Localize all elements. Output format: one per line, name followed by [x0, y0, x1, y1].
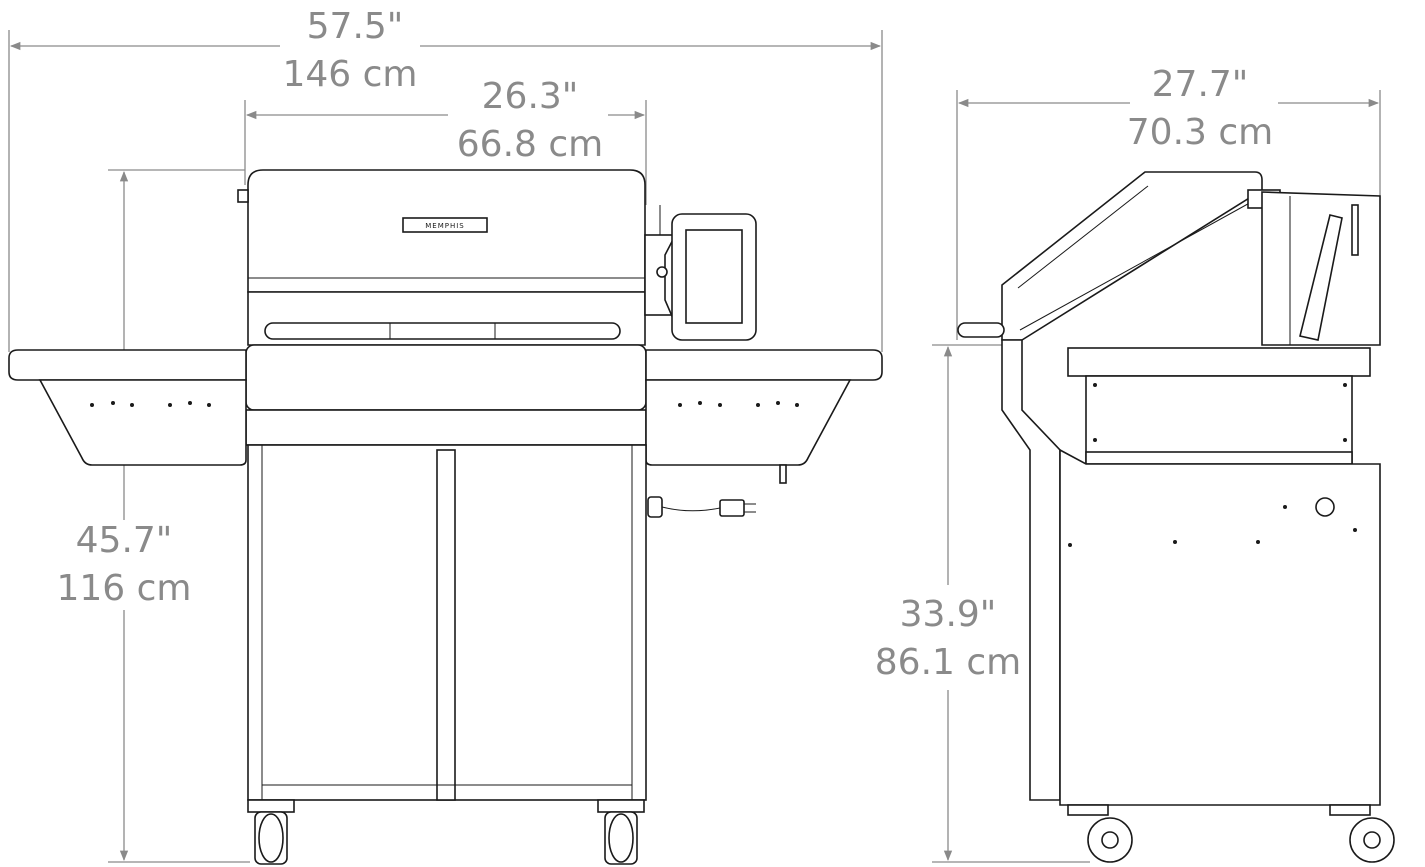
body-width-inches: 26.3" [482, 76, 579, 117]
side-hopper [1261, 191, 1381, 346]
body-width-cm: 66.8 cm [457, 124, 603, 165]
front-right-caster [597, 799, 645, 865]
depth-cm: 70.3 cm [1127, 112, 1273, 153]
body-width-dimension: 26.3" 66.8 cm [244, 76, 647, 205]
side-shelf [1067, 347, 1371, 465]
side-cart-body [1001, 339, 1381, 806]
right-side-shelf [645, 349, 883, 484]
depth-inches: 27.7" [1152, 64, 1249, 105]
overall-width-cm: 146 cm [282, 54, 417, 95]
overall-height-dimension: 45.7" 116 cm [56, 169, 250, 863]
side-lid [957, 171, 1281, 341]
cart-cabinet [247, 444, 647, 801]
overall-width-inches: 57.5" [307, 6, 404, 47]
overall-height-cm: 116 cm [56, 568, 191, 609]
controller-unit [644, 205, 757, 341]
left-side-shelf [8, 349, 247, 466]
depth-dimension: 27.7" 70.3 cm [956, 64, 1381, 340]
shelf-height-dimension: 33.9" 86.1 cm [875, 344, 1090, 863]
side-rear-caster [1067, 804, 1133, 863]
shelf-height-inches: 33.9" [900, 594, 997, 635]
overall-height-inches: 45.7" [76, 520, 173, 561]
firebox-body [245, 344, 647, 446]
brand-logo: MEMPHIS [425, 222, 465, 230]
front-view: 57.5" 146 cm 26.3" 66.8 cm 45.7" 116 cm [8, 6, 883, 865]
side-view: 27.7" 70.3 cm 33.9" 86.1 cm [875, 64, 1395, 863]
side-front-caster [1329, 804, 1395, 863]
grill-lid [237, 169, 646, 346]
brand-logo-plate: MEMPHIS [402, 217, 488, 233]
shelf-height-cm: 86.1 cm [875, 642, 1021, 683]
power-cord [647, 496, 756, 518]
overall-width-dimension: 57.5" 146 cm [8, 6, 883, 352]
front-left-caster [247, 799, 295, 865]
